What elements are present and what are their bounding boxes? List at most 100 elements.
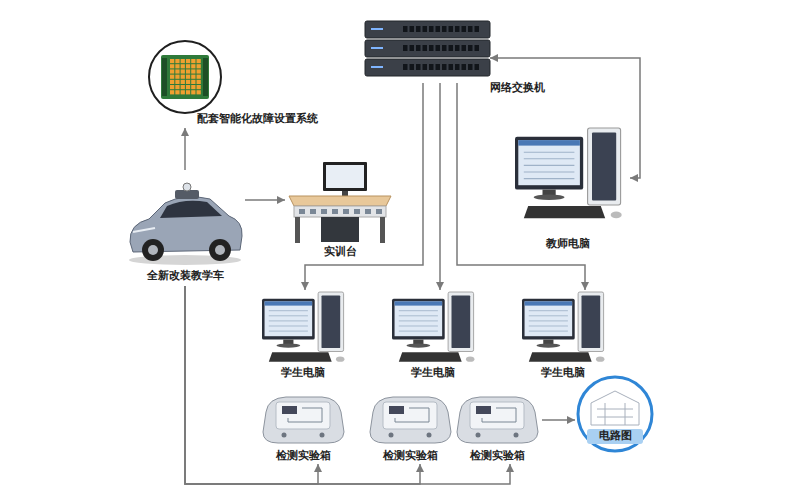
wheel-hub — [148, 245, 158, 255]
network-port — [475, 26, 480, 32]
keyboard — [269, 352, 332, 361]
network-port — [462, 64, 467, 70]
monitor-screen — [395, 301, 443, 336]
connector-line — [245, 199, 285, 201]
relay-cell — [191, 69, 195, 73]
case-display — [282, 406, 297, 414]
relay-cell — [181, 64, 185, 68]
connector-line — [439, 83, 441, 290]
headlight — [133, 228, 155, 232]
node-illustration — [125, 170, 245, 286]
network-port — [416, 45, 421, 51]
node-label: 检测实验箱 — [452, 449, 542, 463]
monitor-base — [534, 195, 565, 201]
board-connector — [203, 58, 208, 96]
case-knob — [427, 433, 432, 438]
case-panel — [276, 402, 330, 429]
desk-leg — [380, 217, 385, 243]
monitor-screen — [518, 140, 580, 185]
network-port — [462, 45, 467, 51]
console-monitor — [323, 162, 367, 191]
network-port — [436, 45, 441, 51]
desk-cabinet — [321, 217, 359, 242]
board-connector — [162, 58, 167, 96]
relay-cell — [197, 69, 201, 73]
node-label: 学生电脑 — [258, 366, 348, 380]
pc-tower — [318, 292, 344, 352]
panel-button — [376, 209, 382, 214]
relay-cell — [191, 75, 195, 79]
node-label: 教师电脑 — [505, 237, 630, 251]
student-computer: 学生电脑 — [388, 290, 478, 382]
student-computer: 学生电脑 — [518, 290, 608, 382]
panel-button — [332, 209, 338, 214]
network-port — [403, 26, 408, 32]
network-port — [449, 64, 454, 70]
network-port — [403, 45, 408, 51]
screen-line — [399, 310, 438, 311]
monitor-screen — [525, 301, 573, 336]
screen-line — [269, 320, 308, 321]
node-label: 全新改装教学车 — [125, 269, 245, 283]
teaching-car: 全新改装教学车 — [125, 170, 245, 286]
screen-line — [269, 310, 308, 311]
case-knob — [282, 433, 287, 438]
switch-unit — [365, 21, 490, 38]
relay-cell — [197, 64, 201, 68]
computer-illustration — [262, 292, 344, 362]
panel-button — [343, 209, 349, 214]
monitor-stand — [342, 191, 348, 196]
desk-top — [289, 196, 391, 206]
desk-leg — [295, 217, 300, 243]
relay-cell — [181, 80, 185, 84]
node-label: 配套智能化故障设置系统 — [197, 112, 367, 126]
case-knob — [514, 433, 519, 438]
node-label: 电路图 — [575, 429, 655, 443]
keyboard — [399, 352, 462, 361]
relay-cell — [186, 85, 190, 89]
network-port — [423, 45, 428, 51]
relay-cell — [181, 75, 185, 79]
network-port — [462, 26, 467, 32]
network-port — [455, 45, 460, 51]
case-body — [263, 397, 344, 443]
case-panel — [470, 402, 524, 429]
screen-line — [524, 158, 575, 159]
panel-wiring — [288, 408, 322, 422]
screen-line — [529, 310, 568, 311]
panel-button — [365, 209, 371, 214]
screen-titlebar — [265, 301, 313, 305]
computer-illustration — [392, 292, 474, 362]
photo-circle — [149, 41, 221, 113]
relay-cell — [186, 80, 190, 84]
relay-cell — [175, 75, 179, 79]
circuit-sketch — [591, 391, 639, 425]
tower-front — [582, 295, 601, 348]
network-port — [429, 26, 434, 32]
relay-cell — [186, 69, 190, 73]
case-panel — [383, 402, 437, 429]
test-box: 检测实验箱 — [452, 392, 542, 464]
node-label: 学生电脑 — [518, 366, 608, 380]
status-led — [371, 47, 383, 49]
node-label: 检测实验箱 — [258, 449, 348, 463]
test-box: 检测实验箱 — [365, 392, 455, 464]
relay-cell — [170, 75, 174, 79]
monitor-frame — [262, 299, 315, 340]
car-window — [160, 201, 222, 218]
network-port — [436, 26, 441, 32]
network-port — [455, 64, 460, 70]
screen-line — [524, 152, 575, 153]
relay-cell — [181, 69, 185, 73]
connector-line — [305, 83, 423, 290]
node-label: 学生电脑 — [388, 366, 478, 380]
pc-tower — [578, 292, 604, 352]
lidar-dome — [183, 183, 191, 191]
screen-line — [269, 326, 308, 327]
screen-line — [524, 165, 575, 166]
switch-unit — [365, 59, 490, 76]
screen-line — [524, 171, 575, 172]
keyboard — [524, 206, 605, 218]
monitor-screen — [265, 301, 313, 336]
